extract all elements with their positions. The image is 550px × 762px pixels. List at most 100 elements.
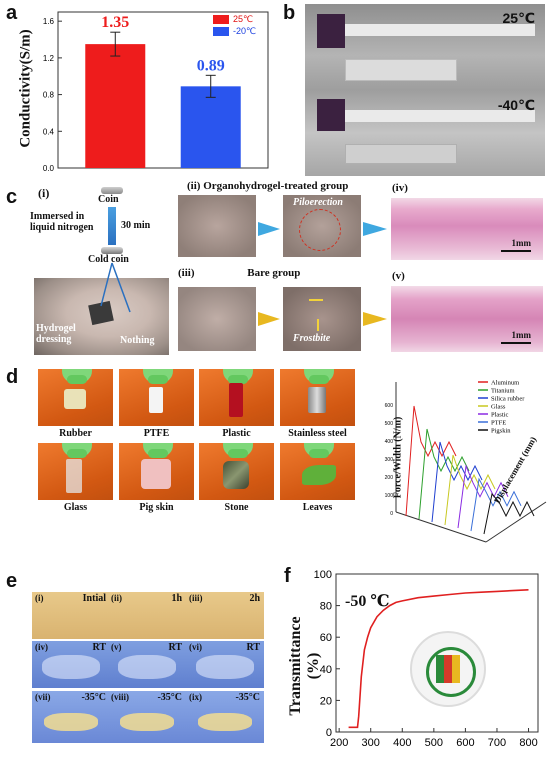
steel-sample — [308, 387, 326, 413]
peel-series-4 — [457, 464, 509, 529]
skin-photo-ii-before — [178, 195, 256, 257]
frostbite-arrow-1 — [309, 299, 323, 301]
panel-c-ii-title: (ii) Organohydrogel-treated group — [187, 180, 348, 192]
tile-stainless-steel-label: Stainless steel — [288, 428, 347, 439]
bar-0 — [85, 44, 146, 168]
tile-glass — [38, 443, 113, 500]
scale-label-v: 1mm — [511, 330, 532, 340]
f-x-tick-label: 400 — [393, 737, 411, 749]
electrode-bottom — [317, 99, 345, 131]
panel-e-cell-id: (viii) — [111, 692, 129, 702]
panel-d-label: d — [6, 366, 19, 388]
panel-b-label-25c: 25℃ — [502, 10, 535, 26]
legend-swatch-minus20c — [213, 26, 229, 36]
skin-photo-iii-after: Frostbite — [283, 287, 361, 351]
f-x-tick-label: 300 — [362, 737, 380, 749]
f-y-tick-label: 100 — [314, 569, 332, 581]
legend-swatch-25c — [213, 14, 229, 24]
leaf-sample — [302, 465, 336, 485]
panel-e-cell-tag: -35°C — [235, 692, 260, 703]
panel-a-label: a — [6, 2, 18, 24]
frozen-pieces — [120, 713, 174, 731]
peel-legend-label-6: Pigskin — [491, 428, 511, 435]
organohydrogel-pieces — [42, 655, 100, 679]
ptfe-sample — [149, 387, 163, 413]
peel-y-tick-label: 500 — [385, 421, 394, 427]
tile-stainless-steel — [280, 369, 355, 426]
peel-depth-axis — [485, 501, 547, 543]
peel-legend-label-5: PTFE — [491, 420, 506, 427]
tile-rubber-label: Rubber — [59, 428, 92, 439]
coin-label: Coin — [98, 194, 119, 205]
tile-plastic-label: Plastic — [222, 428, 251, 439]
histology-v: 1mm — [391, 286, 543, 352]
tile-leaves — [280, 443, 355, 500]
piloerection-label: Piloerection — [293, 197, 343, 208]
panel-e-cell-id: (vi) — [189, 642, 202, 652]
panel-c-iii-label: (iii) — [178, 267, 195, 279]
panel-e-cell-id: (iii) — [189, 593, 203, 603]
led-strip-bottom — [345, 110, 535, 122]
organohydrogel-pieces — [118, 655, 176, 679]
f-x-tick-label: 700 — [488, 737, 506, 749]
panel-e-cell-tag: RT — [168, 642, 182, 653]
panel-e-label: e — [6, 570, 18, 592]
panel-b-label-minus40c: -40℃ — [497, 97, 535, 113]
transmittance-line — [348, 589, 529, 729]
panel-e-cell-tag: -35°C — [157, 692, 182, 703]
nothing-label: Nothing — [120, 335, 155, 346]
panel-e-cell: (iii) 2h — [186, 592, 264, 639]
pig-skin-sample — [141, 459, 171, 489]
panel-e-cell-tag: Intial — [82, 593, 106, 604]
panel-e-cell: (i)Intial — [32, 592, 110, 639]
y-tick-label: 0.8 — [43, 91, 55, 100]
peel-legend-label-0: Aluminum — [491, 380, 519, 387]
f-y-tick-label: 40 — [320, 664, 332, 676]
panel-c-ii-text: Organohydrogel-treated group — [203, 180, 349, 192]
skin-photo-ii-after: Piloerection — [283, 195, 361, 257]
panel-e-cell: (iv)RT — [32, 641, 110, 688]
arrow-right-blue-2 — [363, 222, 387, 236]
f-y-tick-label: 20 — [320, 695, 332, 707]
tile-ptfe — [119, 369, 194, 426]
tile-rubber — [38, 369, 113, 426]
glass-sample — [66, 459, 82, 493]
peel-series-1 — [418, 428, 470, 520]
panel-d-ylabel: Force/Width (N/m) — [392, 416, 404, 499]
tile-ptfe-label: PTFE — [143, 428, 170, 439]
bar-value-label-1: 0.89 — [197, 57, 225, 74]
frostbite-arrow-2 — [317, 319, 319, 331]
tile-stone — [199, 443, 274, 500]
peel-legend-label-1: Titanium — [491, 388, 515, 395]
arrow-right-yellow-1 — [258, 312, 280, 326]
time-label: 30 min — [121, 220, 151, 231]
scale-bar-v — [501, 342, 531, 344]
y-tick-label: 0.0 — [43, 164, 55, 173]
tile-leaves-label: Leaves — [302, 502, 333, 513]
rat-photo: Hydrogel dressing Nothing — [34, 278, 169, 355]
panel-c-v-label: (v) — [392, 270, 405, 282]
peel-series-6 — [483, 492, 535, 535]
hydrogel-strip-top — [345, 59, 457, 81]
coin-icon — [101, 187, 123, 194]
peel-y-tick-label: 0 — [390, 511, 393, 517]
panel-e-cell-tag: -35°C — [81, 692, 106, 703]
panel-e-cell-id: (v) — [111, 642, 122, 652]
f-y-tick-label: 80 — [320, 601, 332, 613]
panel-e-cell: (vii)-35°C — [32, 691, 110, 743]
cold-coin-label: Cold coin — [88, 254, 129, 265]
histology-iv: 1mm — [391, 198, 543, 260]
panel-e-cell-tag: 1h — [171, 593, 182, 604]
panel-e-cell-tag: 2h — [249, 593, 260, 604]
panel-e-cell-tag: RT — [246, 642, 260, 653]
panel-c-iv-label: (iv) — [392, 182, 408, 194]
tile-pig-skin-label: Pig skin — [139, 502, 174, 513]
panel-d-peel-chart: 0100200300400500600AluminumTitaniumSilic… — [385, 380, 547, 543]
panel-b-label: b — [283, 2, 296, 24]
panel-e-cell: (v) RT — [108, 641, 186, 688]
panel-c-ii-label: (ii) — [187, 180, 201, 192]
peel-series-0 — [405, 405, 457, 517]
stone-sample — [223, 461, 249, 489]
f-x-tick-label: 600 — [456, 737, 474, 749]
